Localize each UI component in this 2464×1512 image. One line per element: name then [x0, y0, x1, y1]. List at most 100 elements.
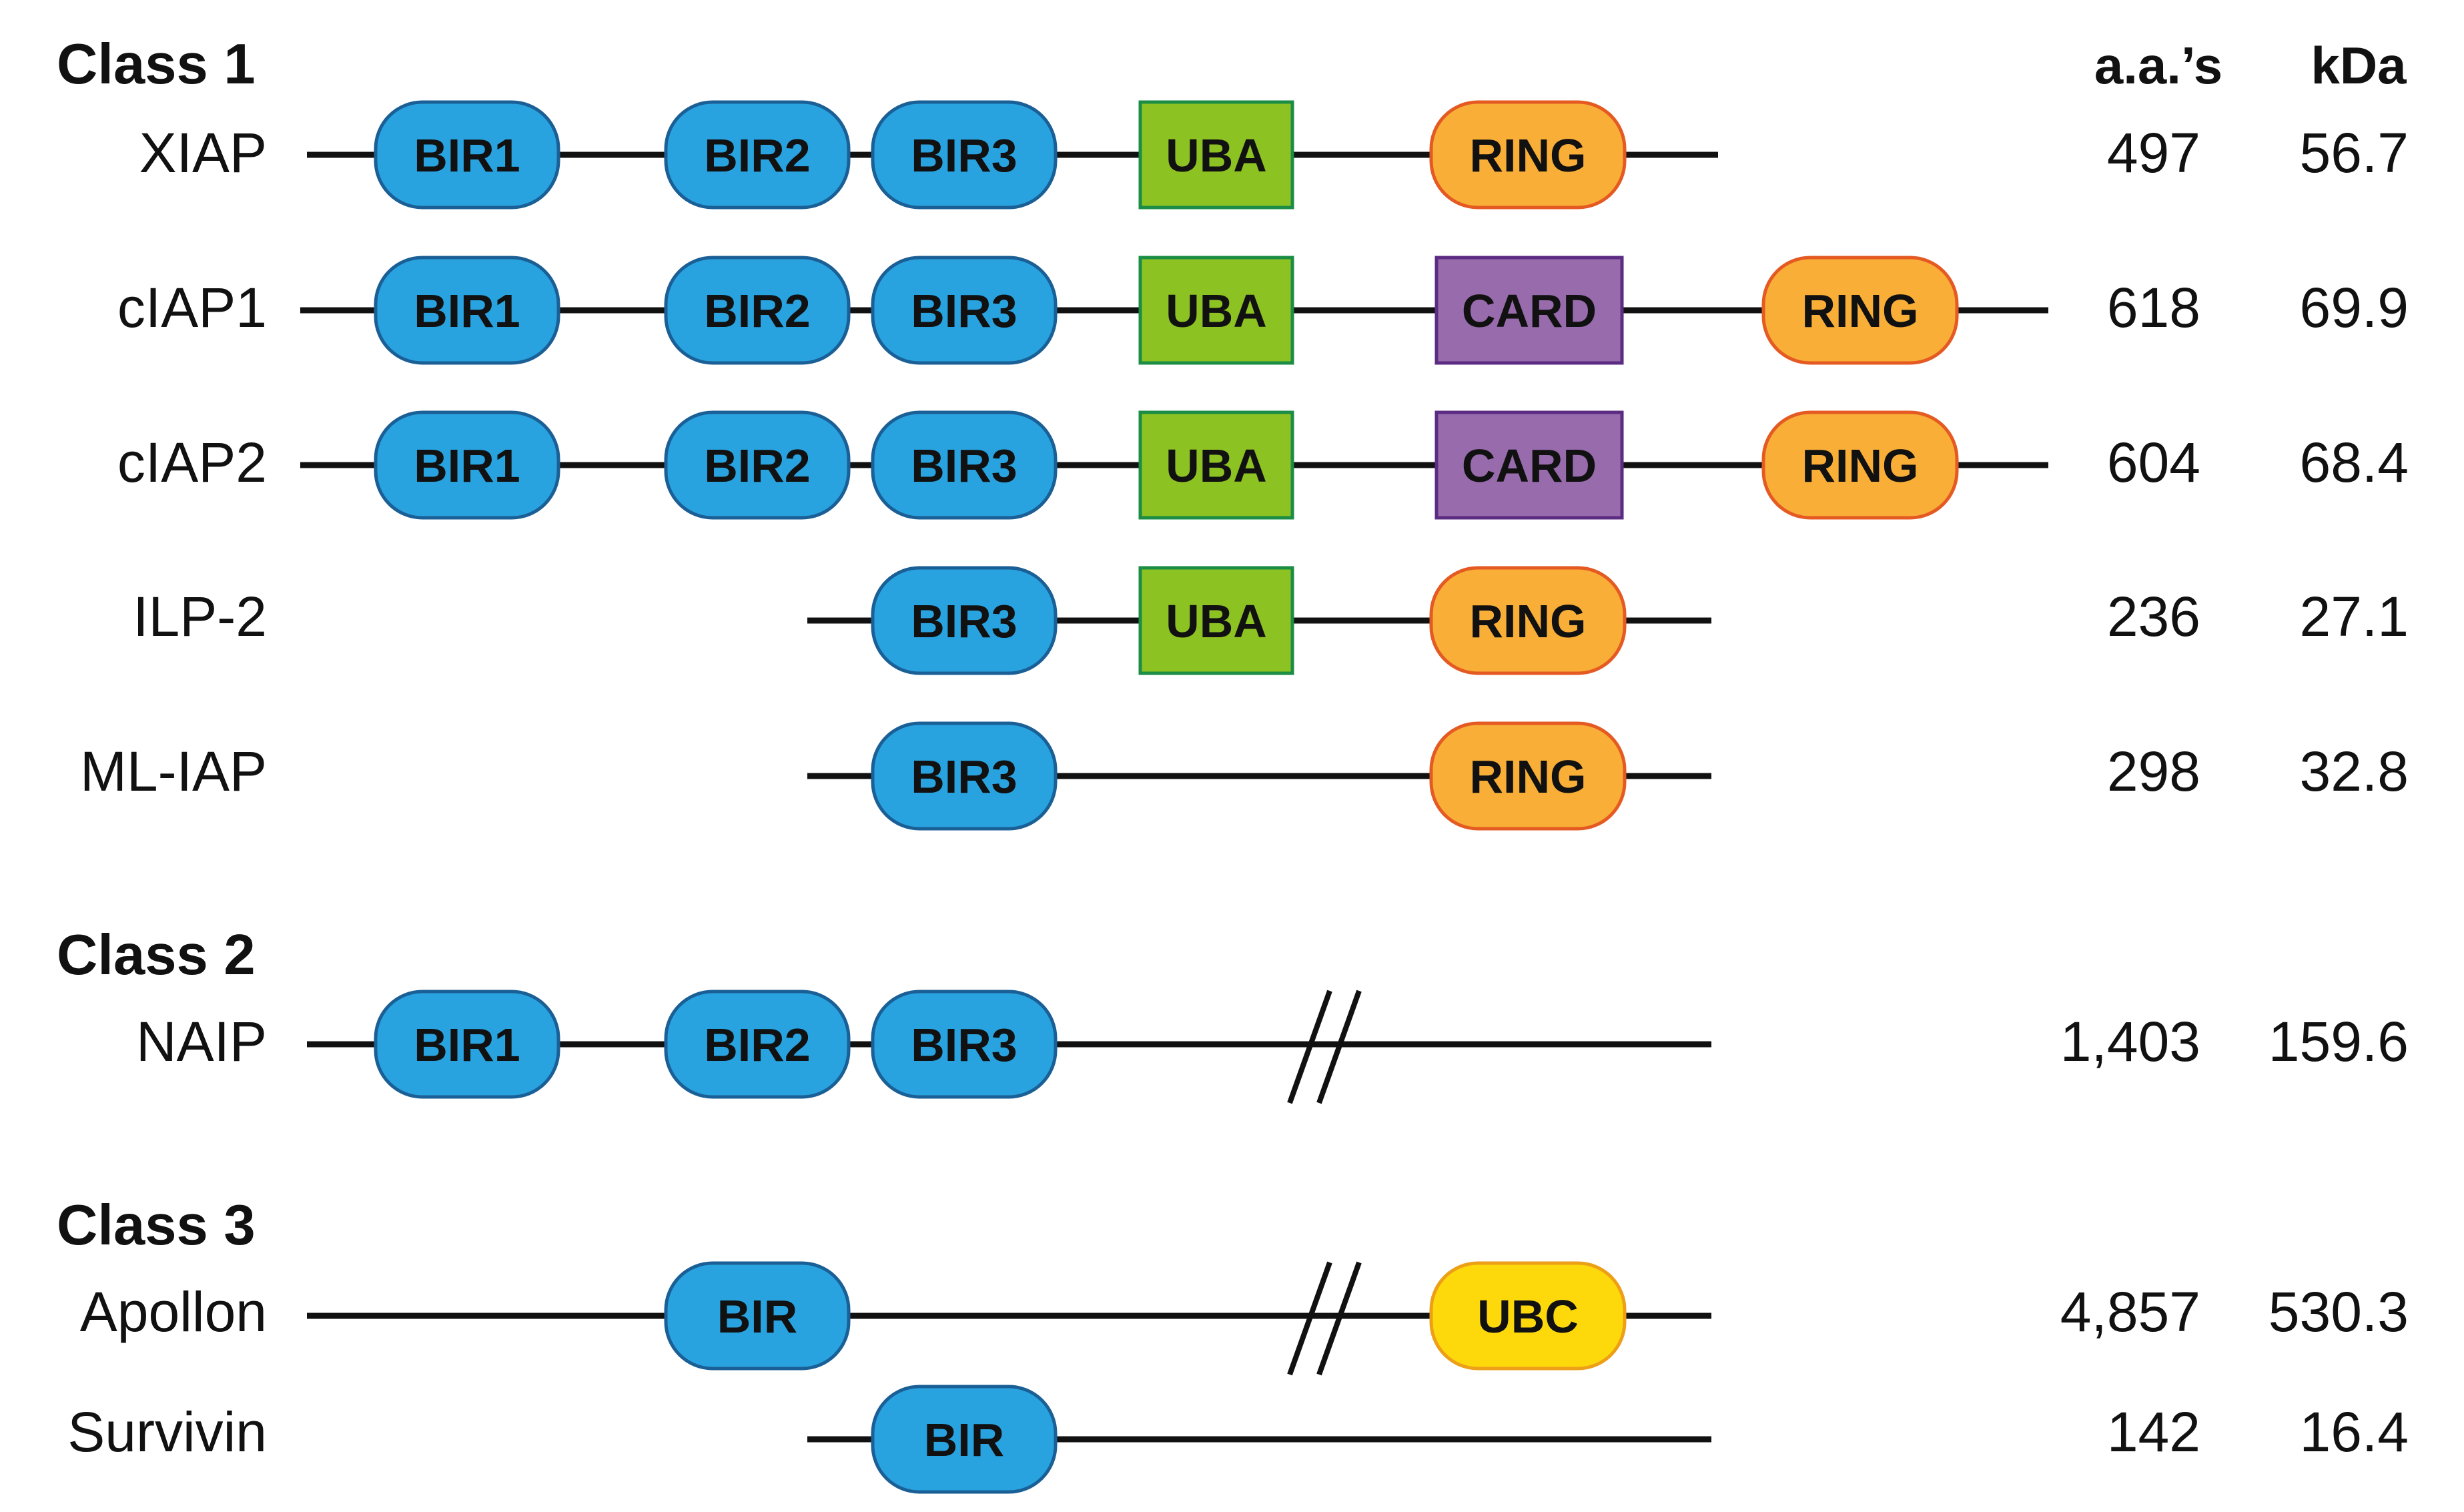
- amino-acid-count: 497: [2107, 121, 2200, 184]
- domain-label: BIR1: [414, 1019, 520, 1071]
- domain-bir2: BIR2: [664, 100, 851, 210]
- domain-label: BIR2: [704, 440, 810, 492]
- domain-ring: RING: [1429, 566, 1627, 675]
- domain-ubc: UBC: [1429, 1261, 1627, 1371]
- domain-shape: [664, 410, 851, 520]
- molecular-weight-kda: 27.1: [2300, 585, 2409, 648]
- domain-shape: [1434, 410, 1624, 520]
- domain-label: UBA: [1166, 440, 1267, 492]
- domain-label: RING: [1470, 129, 1587, 181]
- domain-shape: [871, 990, 1058, 1099]
- domain-uba: UBA: [1138, 410, 1294, 520]
- domain-card: CARD: [1434, 256, 1624, 365]
- domain-ring: RING: [1429, 100, 1627, 210]
- domain-shape: [1138, 566, 1294, 675]
- domain-label: BIR: [717, 1290, 798, 1343]
- amino-acid-count: 1,403: [2060, 1010, 2200, 1073]
- protein-name: ML-IAP: [80, 740, 267, 803]
- domain-bir1: BIR1: [374, 100, 560, 210]
- domain-shape: [664, 256, 851, 365]
- molecular-weight-kda: 16.4: [2300, 1401, 2409, 1463]
- domain-label: BIR2: [704, 129, 810, 181]
- domain-bir2: BIR2: [664, 410, 851, 520]
- domain-bir3: BIR3: [871, 990, 1058, 1099]
- amino-acid-count: 236: [2107, 585, 2200, 648]
- domain-shape: [664, 100, 851, 210]
- domain-label: BIR3: [911, 129, 1017, 181]
- domain-bir3: BIR3: [871, 566, 1058, 675]
- domain-shape: [1761, 256, 1959, 365]
- domain-label: BIR2: [704, 1019, 810, 1071]
- domain-bir1: BIR1: [374, 990, 560, 1099]
- domain-bir3: BIR3: [871, 100, 1058, 210]
- amino-acid-count: 604: [2107, 431, 2200, 494]
- domain-label: BIR3: [911, 1019, 1017, 1071]
- domain-bir1: BIR1: [374, 410, 560, 520]
- domain-label: UBA: [1166, 595, 1267, 647]
- domain-shape: [871, 566, 1058, 675]
- domain-label: RING: [1470, 751, 1587, 803]
- break-mark-icon: [1287, 990, 1362, 1104]
- domain-label: BIR1: [414, 440, 520, 492]
- domain-uba: UBA: [1138, 566, 1294, 675]
- protein-name: ILP-2: [133, 585, 267, 648]
- protein-name: Survivin: [67, 1401, 267, 1463]
- molecular-weight-kda: 159.6: [2269, 1010, 2409, 1073]
- domain-shape: [1429, 100, 1627, 210]
- domain-shape: [374, 100, 560, 210]
- class-label-class-2: Class 2: [57, 923, 256, 987]
- amino-acid-count: 298: [2107, 740, 2200, 803]
- domain-shape: [664, 990, 851, 1099]
- domain-shape: [1138, 410, 1294, 520]
- amino-acid-count: 618: [2107, 276, 2200, 339]
- domain-bir3: BIR3: [871, 256, 1058, 365]
- domain-shape: [871, 410, 1058, 520]
- domain-label: CARD: [1462, 440, 1597, 492]
- domain-label: BIR: [924, 1414, 1005, 1466]
- domain-label: RING: [1470, 595, 1587, 647]
- domain-shape: [1429, 721, 1627, 831]
- protein-row-ciap1: cIAP1 BIR1 BIR2 BIR3 UBA CARD RING 618 69.9: [117, 256, 2409, 365]
- domain-ring: RING: [1761, 410, 1959, 520]
- header-kda: kDa: [2311, 36, 2407, 95]
- domain-bir: BIR: [664, 1261, 851, 1371]
- domain-label: BIR1: [414, 285, 520, 337]
- protein-name: NAIP: [136, 1010, 267, 1073]
- domain-bir3: BIR3: [871, 721, 1058, 831]
- domain-ring: RING: [1761, 256, 1959, 365]
- domain-shape: [1434, 256, 1624, 365]
- domain-label: UBA: [1166, 285, 1267, 337]
- protein-row-ilp-2: ILP-2 BIR3 UBA RING 236 27.1: [133, 566, 2409, 675]
- domain-shape: [871, 256, 1058, 365]
- molecular-weight-kda: 68.4: [2300, 431, 2409, 494]
- protein-name: cIAP2: [117, 431, 267, 494]
- header-amino-acids: a.a.’s: [2094, 36, 2222, 95]
- protein-name: XIAP: [139, 121, 267, 184]
- domain-card: CARD: [1434, 410, 1624, 520]
- class-label-class-1: Class 1: [57, 33, 256, 96]
- domain-label: BIR2: [704, 285, 810, 337]
- domain-label: RING: [1802, 440, 1919, 492]
- molecular-weight-kda: 69.9: [2300, 276, 2409, 339]
- domain-label: BIR1: [414, 129, 520, 181]
- protein-name: Apollon: [80, 1280, 267, 1343]
- domain-shape: [1138, 100, 1294, 210]
- domain-label: UBC: [1477, 1290, 1579, 1343]
- protein-name: cIAP1: [117, 276, 267, 339]
- molecular-weight-kda: 56.7: [2300, 121, 2409, 184]
- domain-bir2: BIR2: [664, 256, 851, 365]
- domain-shape: [1429, 1261, 1627, 1371]
- domain-ring: RING: [1429, 721, 1627, 831]
- class-label-class-3: Class 3: [57, 1194, 256, 1257]
- domain-shape: [374, 256, 560, 365]
- domain-label: UBA: [1166, 129, 1267, 181]
- domain-label: BIR3: [911, 285, 1017, 337]
- protein-row-xiap: XIAP BIR1 BIR2 BIR3 UBA RING 497 56.7: [139, 100, 2409, 210]
- domain-shape: [1138, 256, 1294, 365]
- domain-shape: [871, 721, 1058, 831]
- amino-acid-count: 4,857: [2060, 1280, 2200, 1343]
